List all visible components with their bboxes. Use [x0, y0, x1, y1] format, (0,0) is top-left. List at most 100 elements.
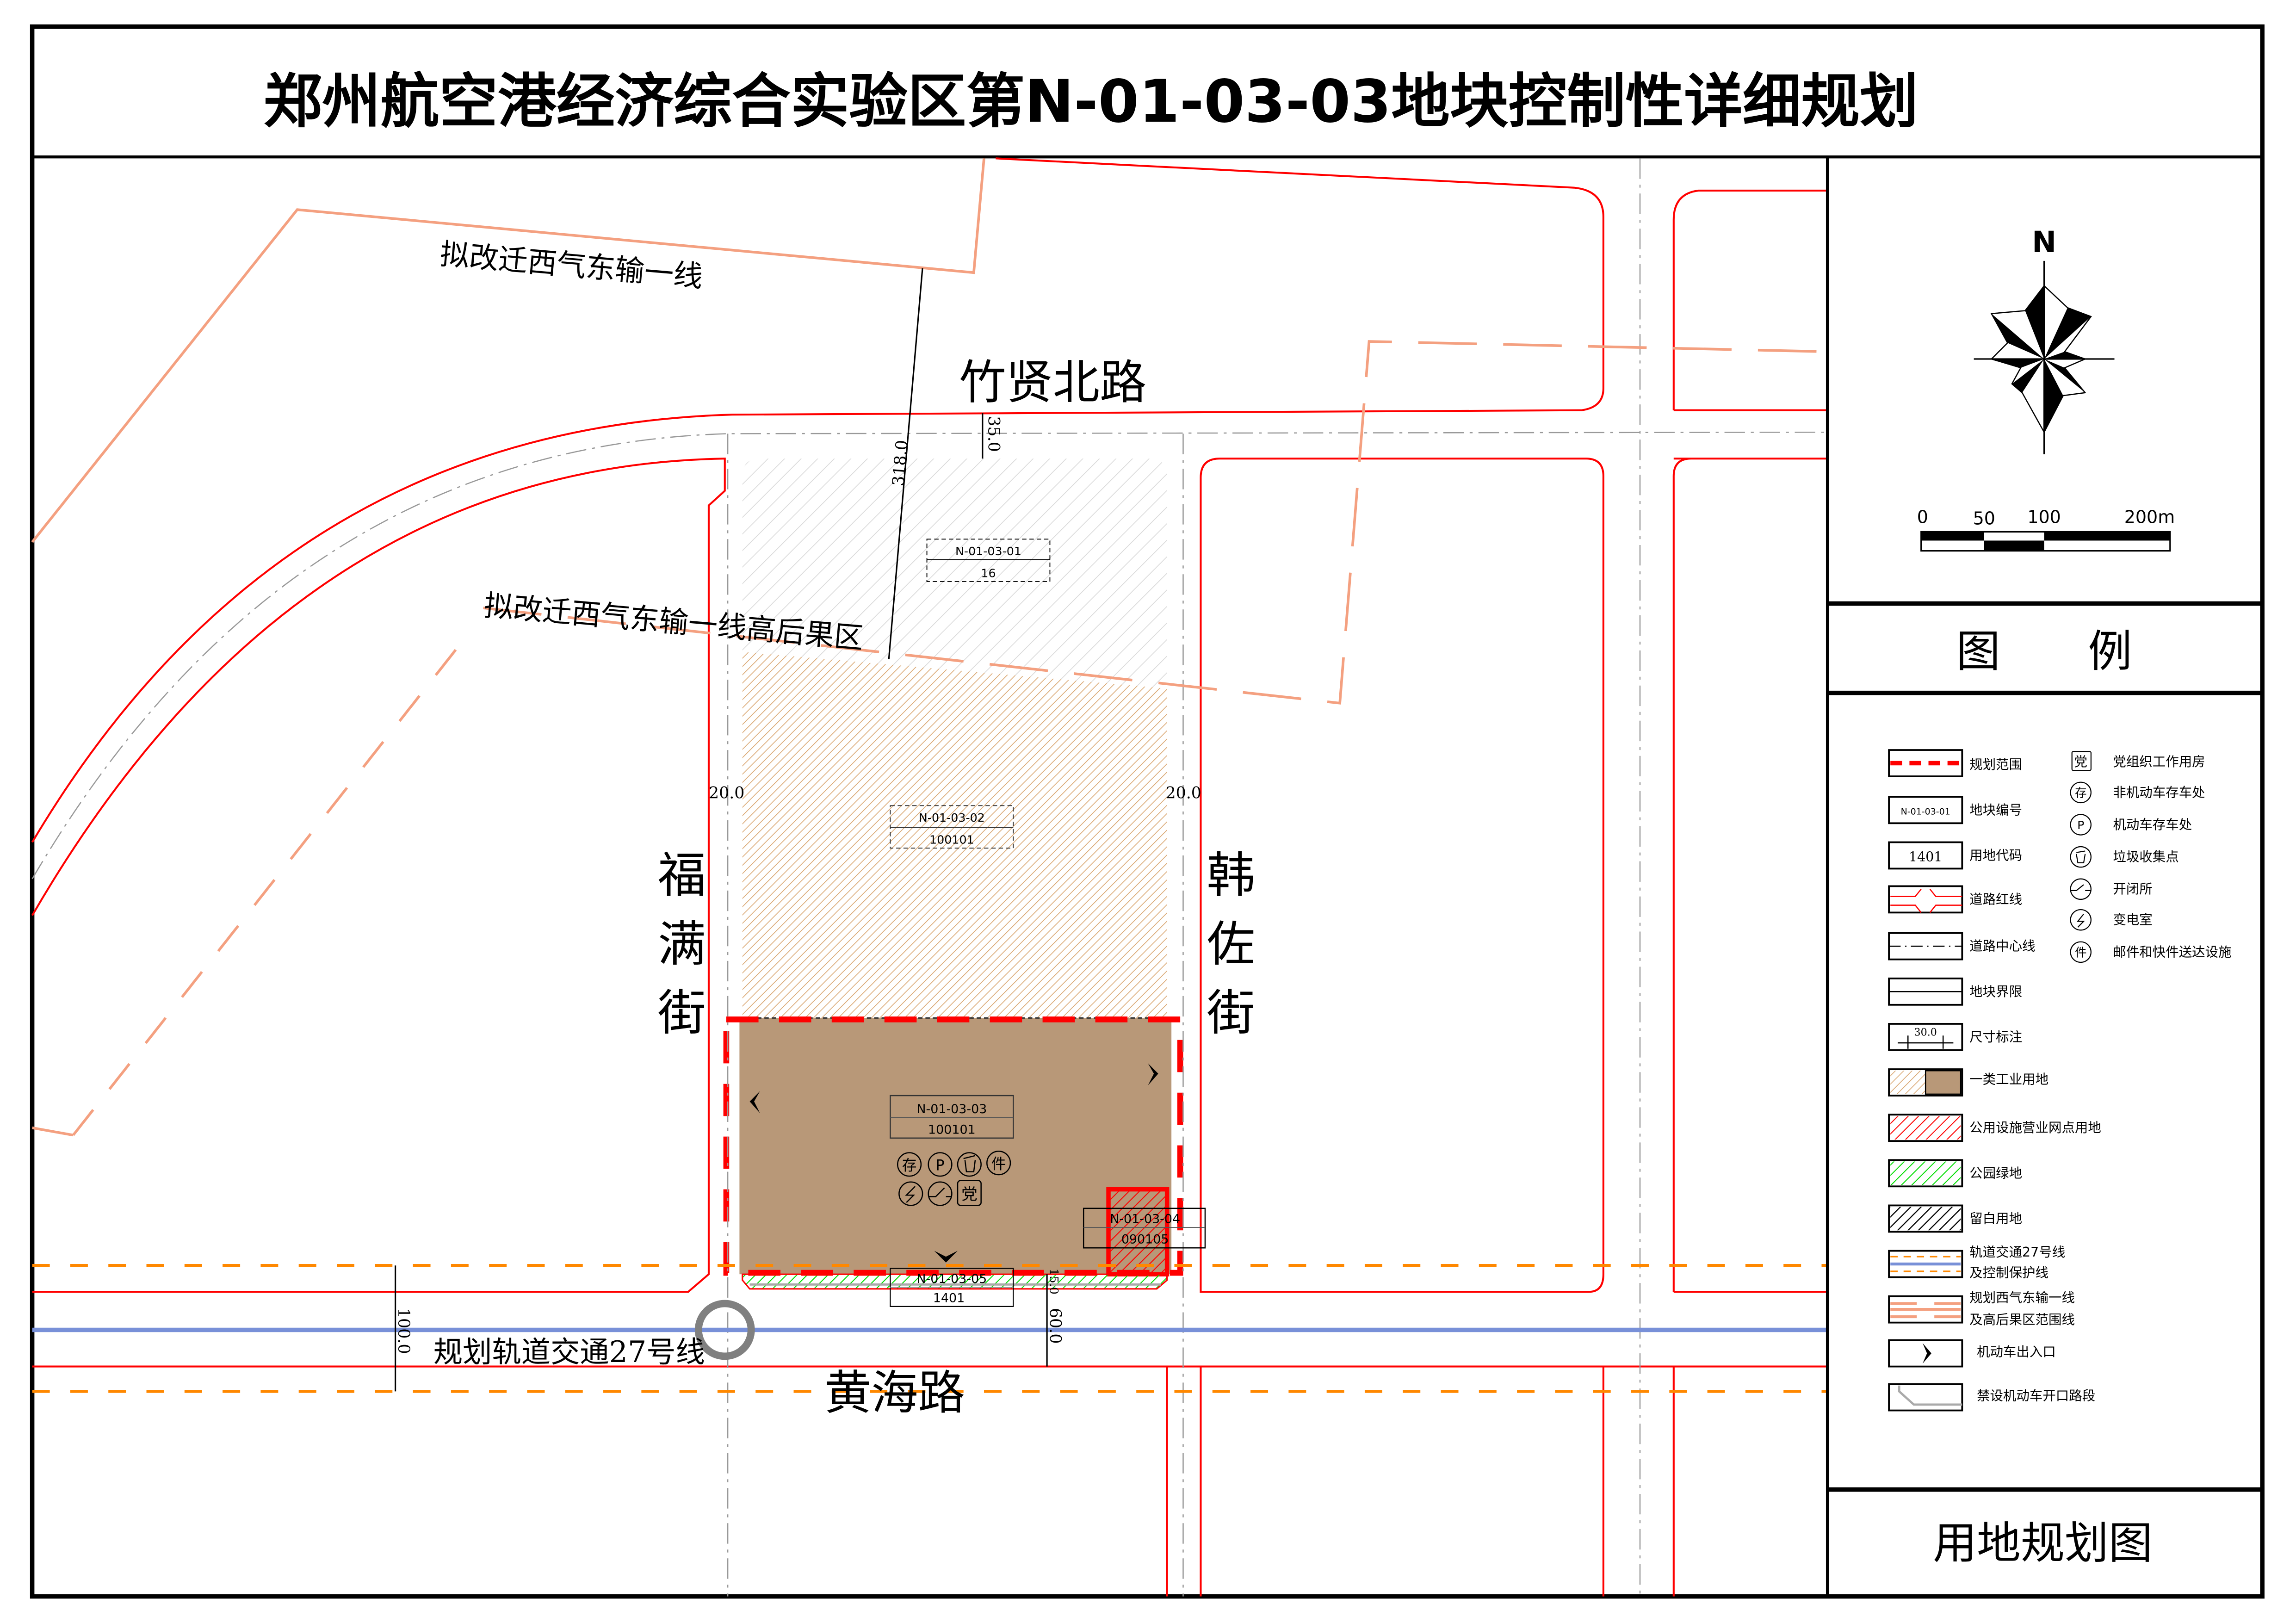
- legend-icon-glyph: 存: [2075, 786, 2086, 799]
- dim-green: 15.0: [1047, 1269, 1061, 1295]
- plot-n-01-03-02[interactable]: [742, 651, 1167, 1018]
- legend-switching-icon: [2070, 878, 2092, 900]
- legend-industrial-hatch: [1890, 1071, 1926, 1094]
- dim-west-setback: 20.0: [709, 784, 744, 803]
- legend-label: 留白用地: [1969, 1211, 2022, 1226]
- plot-n-01-03-03[interactable]: [739, 1018, 1172, 1275]
- legend-party-icon: [2071, 751, 2092, 771]
- legend-label: 公园绿地: [1969, 1165, 2022, 1181]
- scale-bar: 0 50 100 200m: [1917, 507, 2175, 552]
- legend-label: 公用设施营业网点用地: [1969, 1120, 2101, 1135]
- pipeline-label: 拟改迁西气东输一线: [439, 236, 704, 293]
- road-name-east: 韩佐街: [1199, 849, 1255, 1056]
- svg-text:存: 存: [902, 1157, 917, 1174]
- planning-boundary: [723, 1016, 1183, 1276]
- legend-label: 机动车出入口: [1977, 1344, 2056, 1359]
- legend-label: 道路红线: [1969, 892, 2022, 907]
- svg-text:P: P: [935, 1157, 944, 1174]
- dim-pipeline-offset: 318.0: [889, 439, 912, 487]
- legend-mail-icon: [2070, 941, 2092, 963]
- drawing-frame: [30, 24, 2265, 1599]
- plot-id: N-01-03-04: [1110, 1212, 1180, 1226]
- legend-no-access-sample: [1898, 1385, 1962, 1406]
- legend: N-01-03-01 1401 30.0 规划范围 地块编号 用地代: [1888, 749, 2232, 1412]
- svg-text:党: 党: [961, 1185, 978, 1204]
- legend-label: 及高后果区范围线: [1969, 1312, 2075, 1327]
- plot-label-04: N-01-03-04 090105: [1083, 1208, 1206, 1249]
- party-room-icon: 党: [957, 1180, 982, 1206]
- legend-label: 开闭所: [2113, 881, 2152, 897]
- road-name-south: 黄海路: [824, 1365, 965, 1420]
- legend-label: 及控制保护线: [1969, 1265, 2048, 1281]
- legend-label: 规划范围: [1969, 757, 2022, 772]
- legend-icon-glyph: P: [2077, 818, 2084, 832]
- scale-tick: 50: [1973, 508, 1995, 529]
- legend-label: 地块界限: [1969, 984, 2022, 999]
- legend-header: 图 例: [1956, 626, 2132, 677]
- mail-delivery-icon: 件: [986, 1151, 1011, 1176]
- legend-utility-sample: [1890, 1116, 1961, 1140]
- legend-red-line-sample: [1890, 888, 1962, 913]
- drawing-name: 用地规划图: [1933, 1518, 2153, 1569]
- car-parking-icon: P: [928, 1152, 953, 1177]
- dim-east-setback: 20.0: [1165, 784, 1201, 803]
- drawing-title: 郑州航空港经济综合实验区第N-01-03-03地块控制性详细规划: [263, 67, 1918, 136]
- plot-label-02: N-01-03-02 100101: [890, 805, 1014, 849]
- plot-code: 090105: [1121, 1233, 1169, 1247]
- plot-code: 1401: [933, 1291, 965, 1305]
- legend-dimension-sample: 30.0: [1898, 1026, 1954, 1049]
- legend-label: 垃圾收集点: [2113, 849, 2178, 865]
- legend-icon-glyph: 件: [2075, 945, 2086, 959]
- legend-label: 地块编号: [1969, 802, 2022, 818]
- plot-label-01: N-01-03-01 16: [926, 539, 1051, 582]
- legend-label: 机动车存车处: [2113, 817, 2192, 832]
- road-center-lines: [31, 158, 1828, 1597]
- plot-n-01-03-01[interactable]: [742, 458, 1167, 689]
- plot-id: N-01-03-02: [919, 811, 985, 824]
- pipeline-offset-dimension: [888, 268, 923, 659]
- legend-label: 用地代码: [1969, 848, 2022, 863]
- plot-id: N-01-03-03: [916, 1102, 987, 1116]
- legend-label: 党组织工作用房: [2113, 754, 2205, 769]
- switching-station-icon: [928, 1181, 953, 1206]
- legend-rail-sample: [1890, 1256, 1961, 1272]
- legend-substation-icon: [2070, 909, 2092, 931]
- garbage-icon: [957, 1152, 982, 1177]
- legend-reserved-sample: [1890, 1207, 1961, 1231]
- rail-line-label: 规划轨道交通27号线: [433, 1335, 705, 1369]
- substation-icon: [898, 1181, 923, 1206]
- vehicle-entrance-west-icon: [749, 1091, 760, 1114]
- legend-plot-id-sample: N-01-03-01: [1901, 806, 1950, 817]
- legend-label: 禁设机动车开口路段: [1977, 1388, 2095, 1403]
- scale-tick: 100: [2027, 507, 2061, 527]
- legend-land-code-sample: 1401: [1909, 849, 1942, 865]
- legend-pipeline-sample: [1890, 1302, 1961, 1319]
- vehicle-entrance-east-icon: [1148, 1063, 1158, 1085]
- legend-garbage-icon: [2070, 846, 2092, 868]
- legend-label: 邮件和快件送达设施: [2113, 944, 2231, 960]
- bike-parking-icon: 存: [897, 1152, 922, 1177]
- legend-park-sample: [1890, 1161, 1961, 1185]
- dim-south-zone: 100.0: [394, 1308, 413, 1354]
- plot-code: 100101: [929, 833, 974, 847]
- dim-north-road: 35.0: [984, 416, 1003, 452]
- legend-label: 道路中心线: [1969, 939, 2035, 954]
- legend-label: 轨道交通27号线: [1969, 1245, 2065, 1260]
- legend-parking-icon: [2070, 814, 2092, 836]
- legend-dimension-value: 30.0: [1914, 1026, 1937, 1038]
- legend-bike-icon: [2070, 781, 2092, 804]
- scale-tick: 200m: [2124, 507, 2175, 527]
- plot-code: 100101: [928, 1122, 976, 1137]
- legend-label: 变电室: [2113, 912, 2152, 928]
- north-arrow-compass: N: [1974, 225, 2115, 454]
- plot-id: N-01-03-05: [916, 1272, 987, 1286]
- pipeline-lines: [31, 158, 1828, 1137]
- north-label: N: [2032, 225, 2056, 259]
- map-area: N-01-03-01 16 N-01-03-02 100101 N-01-03-…: [31, 157, 1828, 1597]
- legend-vehicle-entrance-icon: [1922, 1343, 1931, 1364]
- legend-label: 非机动车存车处: [2113, 785, 2205, 800]
- plot-n-01-03-04[interactable]: [1106, 1187, 1170, 1276]
- plot-label-03: N-01-03-03 100101: [890, 1095, 1014, 1139]
- scale-tick: 0: [1917, 507, 1928, 527]
